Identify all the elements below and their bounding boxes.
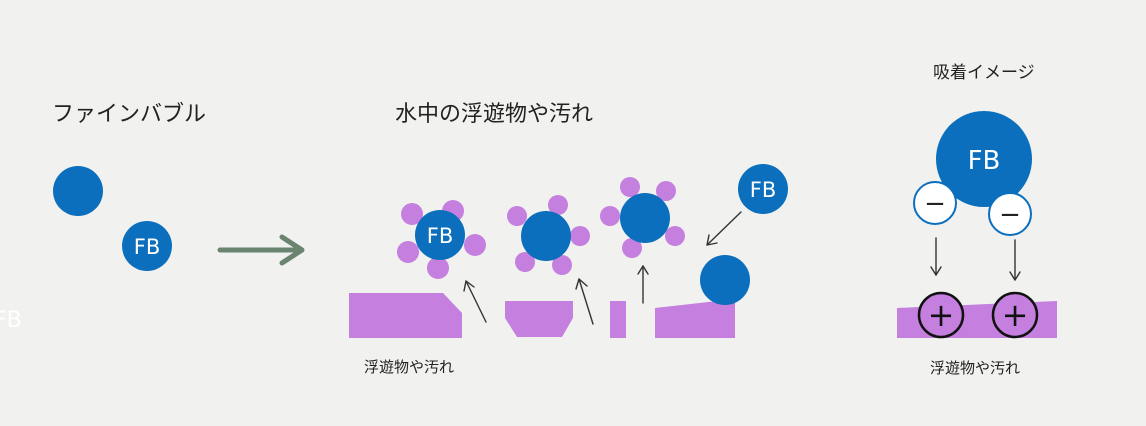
dirt-label-left: 浮遊物や汚れ bbox=[364, 358, 454, 376]
water-dirt-title: 水中の浮遊物や汚れ bbox=[395, 102, 593, 127]
dirt-block-1 bbox=[349, 293, 462, 338]
minus-left-label: − bbox=[924, 189, 946, 219]
plus-left-label: + bbox=[928, 296, 955, 334]
cluster-3-bubble bbox=[620, 193, 670, 243]
incoming-fb-bubble bbox=[738, 164, 788, 214]
large-fb-bubble bbox=[936, 111, 1032, 207]
attraction-arrows bbox=[930, 237, 1021, 281]
main-arrow bbox=[217, 234, 305, 266]
fine-bubble-fb-label: FB bbox=[134, 235, 161, 259]
cluster-1-fb-label: FB bbox=[427, 224, 454, 248]
cluster-2-bubble bbox=[521, 211, 571, 261]
thin-arrows bbox=[463, 211, 742, 325]
dirt-block-3 bbox=[610, 301, 626, 338]
fine-bubble-title: ファインバブル bbox=[52, 102, 206, 127]
stray-fb-label: FB bbox=[0, 308, 22, 333]
bubble-dirt-cluster-2 bbox=[507, 195, 590, 275]
fine-bubble-fb bbox=[122, 221, 172, 271]
plus-right-label: + bbox=[1002, 296, 1029, 334]
dirt-label-right: 浮遊物や汚れ bbox=[930, 359, 1020, 377]
minus-charge-left: − bbox=[913, 181, 957, 225]
adsorption-title: 吸着イメージ bbox=[933, 63, 1035, 83]
plus-charge-left: + bbox=[917, 291, 965, 339]
fine-bubble-plain bbox=[53, 166, 103, 216]
bubble-dirt-cluster-3 bbox=[600, 177, 685, 258]
bubble-dirt-cluster-1: FB bbox=[397, 200, 486, 279]
large-fb-label: FB bbox=[968, 146, 1001, 176]
plus-charge-right: + bbox=[991, 291, 1039, 339]
minus-right-label: − bbox=[999, 200, 1021, 230]
dirt-block-4 bbox=[655, 299, 735, 338]
dirt-block-2 bbox=[505, 301, 573, 337]
cluster-1-bubble bbox=[415, 210, 465, 260]
minus-charge-right: − bbox=[988, 192, 1032, 236]
settled-bubble bbox=[700, 255, 750, 305]
incoming-fb-label: FB bbox=[750, 178, 777, 202]
